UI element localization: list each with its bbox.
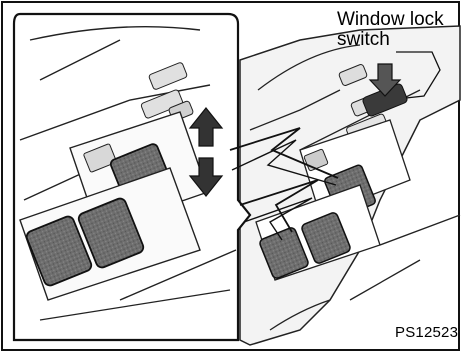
callout-line-1: Window lock <box>337 10 444 30</box>
window-lock-switch-label: Window lock switch <box>337 10 444 50</box>
zoomed-inset <box>14 14 250 340</box>
figure-code: PS12523 <box>395 324 458 341</box>
callout-line-2: switch <box>337 30 444 50</box>
